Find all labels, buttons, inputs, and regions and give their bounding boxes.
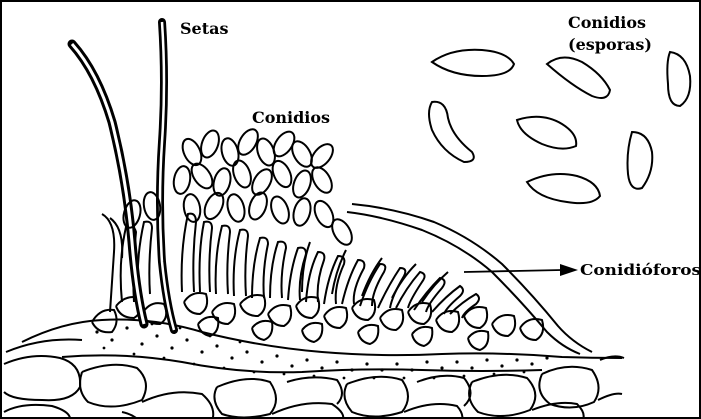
label-conidios-esporas-line2: (esporas): [568, 35, 652, 54]
conidia-cluster: [121, 126, 356, 248]
label-conidios-esporas-line1: Conidios: [568, 13, 646, 32]
label-setas: Setas: [180, 19, 229, 38]
setae: [72, 22, 174, 330]
label-conidios: Conidios: [252, 108, 330, 127]
label-conidioforos: Conidióforos: [580, 261, 701, 279]
free-conidia: [429, 50, 690, 203]
conidiophore-pointer-arrow: [464, 264, 578, 276]
